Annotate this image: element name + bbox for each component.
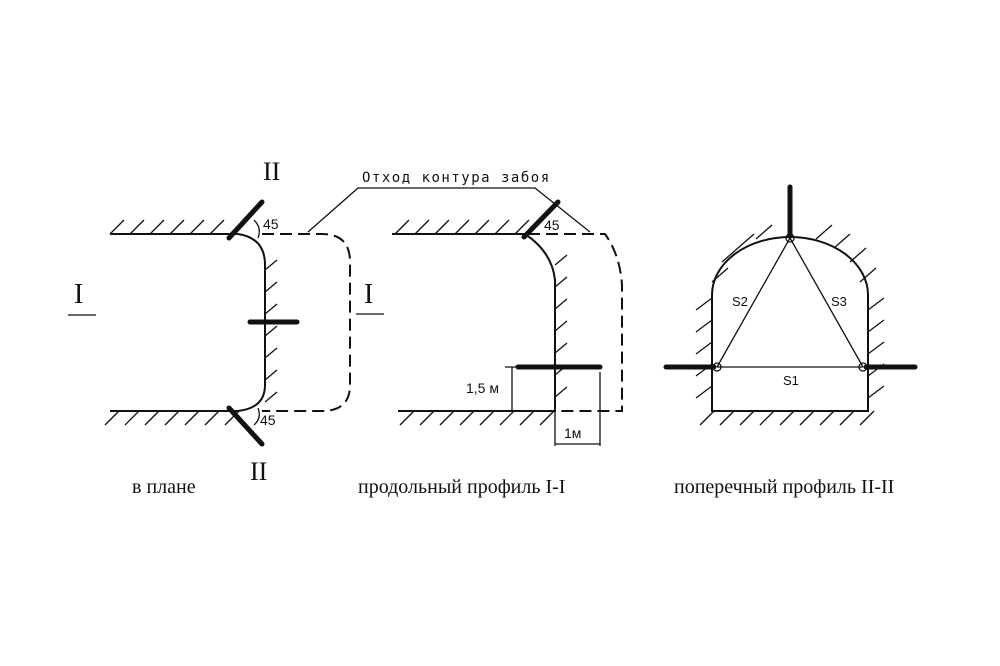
section-mark-top: II (263, 157, 280, 186)
hatch-mark (124, 410, 140, 426)
hatch-mark (499, 410, 515, 426)
face-contour (524, 233, 556, 411)
hatch-mark (695, 341, 713, 355)
label-s3: S3 (831, 294, 847, 309)
hatch-mark (554, 320, 568, 332)
point-right (858, 362, 868, 372)
hatch-mark (149, 219, 165, 235)
angle-label-bottom: 45 (260, 412, 276, 428)
hatch-mark (264, 259, 278, 271)
hatch-mark (264, 347, 278, 359)
angle-label-top: 45 (263, 216, 279, 232)
hatch-mark (554, 298, 568, 310)
hatch-mark (459, 410, 475, 426)
label-s1: S1 (783, 373, 799, 388)
hatch-mark (755, 224, 773, 240)
section-mark-bottom: II (250, 457, 267, 486)
bolt-top (226, 199, 265, 241)
hatch-mark (109, 219, 125, 235)
hatch-mark (867, 297, 885, 311)
hatch-mark (264, 391, 278, 403)
hatch-mark (695, 297, 713, 311)
hatch-mark (759, 410, 775, 426)
hatch-mark (867, 341, 885, 355)
face-contour (237, 233, 266, 412)
advanced-contour (262, 233, 351, 412)
hatch-mark (799, 410, 815, 426)
plan-view: 45 45 II II I I в плане (68, 157, 384, 498)
hatch-mark (439, 410, 455, 426)
annotation-label: Отход контура забоя (362, 170, 551, 186)
cross-profile: S1 S2 S3 поперечный профиль II-II (663, 184, 918, 498)
point-top (785, 233, 795, 243)
plan-caption: в плане (132, 476, 196, 498)
hatch-mark (519, 410, 535, 426)
hatch-mark (867, 385, 885, 399)
line-s3 (789, 237, 864, 368)
longitudinal-profile: 45 1,5 м 1м продольный профиль I-I (358, 199, 623, 498)
hatch-mark (419, 410, 435, 426)
angle-arc-top (253, 219, 260, 239)
hatch-mark (695, 385, 713, 399)
longitudinal-caption: продольный профиль I-I (358, 476, 565, 498)
point-left (712, 362, 722, 372)
section-mark-left: I (74, 279, 83, 310)
section-mark-right: I (364, 279, 373, 310)
cross-caption: поперечный профиль II-II (674, 476, 894, 498)
hatch-mark (867, 319, 885, 333)
line-s2 (716, 237, 791, 368)
hatch-mark (144, 410, 160, 426)
hatch-mark (264, 325, 278, 337)
hatch-mark (209, 219, 225, 235)
hatch-mark (554, 276, 568, 288)
hatch-mark (721, 247, 739, 263)
bolt-top (521, 199, 561, 240)
hatch-mark (129, 219, 145, 235)
hatch-mark (189, 219, 205, 235)
width-dimension: 1м (564, 425, 581, 441)
hatch-mark (719, 410, 735, 426)
hatch-mark (394, 219, 410, 235)
hatch-mark (264, 303, 278, 315)
hatch-mark (699, 410, 715, 426)
height-dimension: 1,5 м (466, 380, 499, 396)
hatch-mark (494, 219, 510, 235)
angle-arc-bottom (253, 407, 260, 426)
hatch-mark (479, 410, 495, 426)
hatch-mark (399, 410, 415, 426)
hatch-mark (539, 410, 555, 426)
hatch-mark (454, 219, 470, 235)
hatch-mark (264, 369, 278, 381)
hatch-mark (169, 219, 185, 235)
hatch-mark (815, 224, 833, 240)
hatch-mark (474, 219, 490, 235)
hatch-mark (184, 410, 200, 426)
hatch-mark (414, 219, 430, 235)
hatch-mark (833, 233, 851, 249)
hatch-mark (104, 410, 120, 426)
hatch-mark (819, 410, 835, 426)
hatch-mark (164, 410, 180, 426)
hatch-mark (859, 267, 877, 283)
hatch-mark (514, 219, 530, 235)
hatch-mark (554, 254, 568, 266)
hatch-mark (554, 342, 568, 354)
hatch-mark (434, 219, 450, 235)
advanced-contour (528, 233, 623, 412)
hatch-mark (204, 410, 220, 426)
hatch-mark (779, 410, 795, 426)
hatch-mark (554, 386, 568, 398)
label-s2: S2 (732, 294, 748, 309)
hatch-mark (264, 281, 278, 293)
hatch-mark (737, 233, 755, 249)
bolt-bottom (226, 405, 265, 447)
leader-line (307, 187, 591, 233)
angle-label: 45 (544, 217, 560, 233)
hatch-mark (695, 319, 713, 333)
hatch-mark (839, 410, 855, 426)
hatch-mark (739, 410, 755, 426)
annotation-leader: Отход контура забоя (307, 170, 591, 233)
hatch-mark (859, 410, 875, 426)
